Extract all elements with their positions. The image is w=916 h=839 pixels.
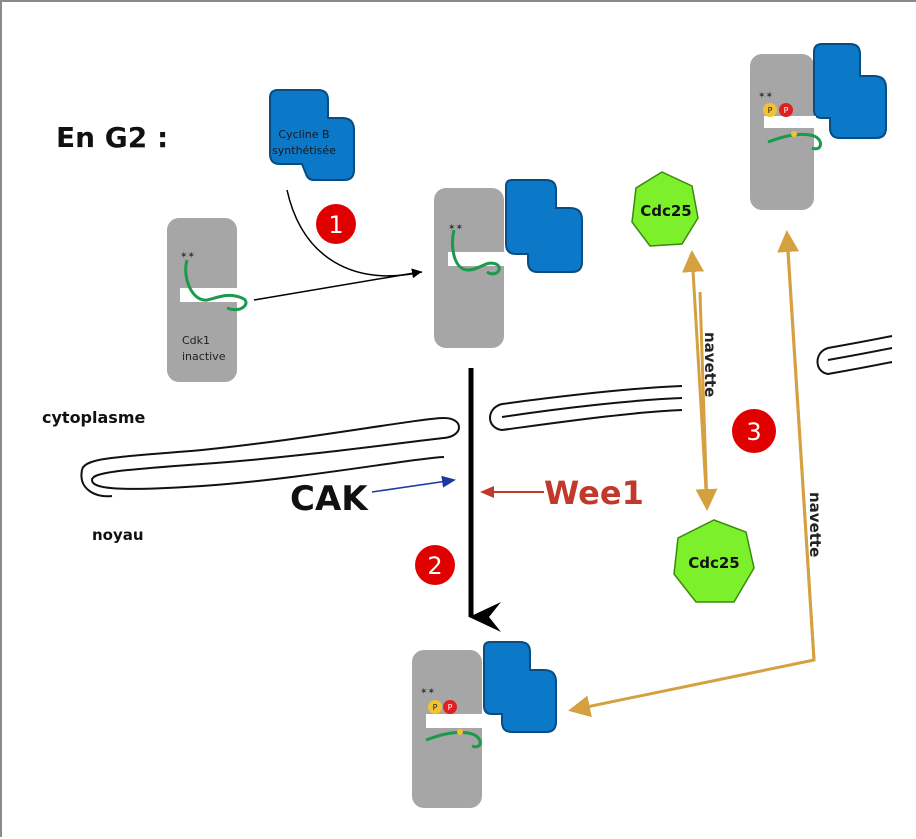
cyclin-b-synthesized: Cycline B synthétisée bbox=[269, 89, 355, 181]
cak-arrow bbox=[371, 475, 456, 493]
svg-text:Cdc25: Cdc25 bbox=[640, 202, 692, 220]
cdc25-cytoplasmic: Cdc25 bbox=[631, 171, 699, 247]
cytoplasm-label: cytoplasme bbox=[42, 408, 145, 427]
svg-text:P: P bbox=[784, 106, 789, 115]
svg-text:Cdc25: Cdc25 bbox=[688, 554, 740, 572]
cdk1-cyclin-complex-inactive: ✶✶ bbox=[434, 179, 583, 348]
step-badge-1: 1 bbox=[316, 204, 356, 244]
shuttle-label-left: navette bbox=[701, 332, 719, 397]
svg-text:P: P bbox=[448, 703, 453, 712]
svg-text:✶✶: ✶✶ bbox=[758, 91, 773, 101]
svg-text:3: 3 bbox=[746, 418, 761, 446]
cdk1-inactive: ✶✶ Cdk1 inactive bbox=[167, 218, 248, 382]
cdc25-shuttle-arrow-up bbox=[682, 250, 709, 508]
shuttle-label-right: navette bbox=[806, 492, 824, 557]
svg-text:1: 1 bbox=[328, 211, 343, 239]
cyclin-binding-curve bbox=[286, 189, 423, 277]
svg-text:P: P bbox=[433, 703, 438, 712]
wee1-label: Wee1 bbox=[544, 474, 644, 512]
step-badge-3: 3 bbox=[732, 409, 776, 453]
svg-text:✶✶: ✶✶ bbox=[420, 687, 435, 697]
thr-mark: ✶✶ bbox=[180, 251, 195, 261]
complex-import-arrow bbox=[568, 236, 816, 718]
svg-text:P: P bbox=[768, 106, 773, 115]
cdk1-to-complex-arrow bbox=[253, 268, 422, 301]
cdk1-cyclin-complex-phosphorylated: ✶✶ P P bbox=[412, 641, 557, 808]
cdk1-label-line2: inactive bbox=[182, 350, 226, 363]
cyclin-label-line2: synthétisée bbox=[272, 144, 336, 157]
svg-text:2: 2 bbox=[427, 552, 442, 580]
page-title: En G2 : bbox=[56, 121, 168, 154]
cyclin-label-line1: Cycline B bbox=[278, 128, 329, 141]
svg-text:✶✶: ✶✶ bbox=[448, 223, 463, 233]
cdk1-cyclin-complex-shuttled: ✶✶ P P bbox=[750, 43, 887, 210]
cdk1-label-line1: Cdk1 bbox=[182, 334, 210, 347]
cdc25-nuclear: Cdc25 bbox=[673, 519, 755, 603]
nucleus-label: noyau bbox=[92, 526, 144, 544]
cak-label: CAK bbox=[290, 479, 369, 519]
step-badge-2: 2 bbox=[415, 545, 455, 585]
t-loop bbox=[184, 259, 248, 312]
nuclear-envelope bbox=[80, 335, 893, 498]
